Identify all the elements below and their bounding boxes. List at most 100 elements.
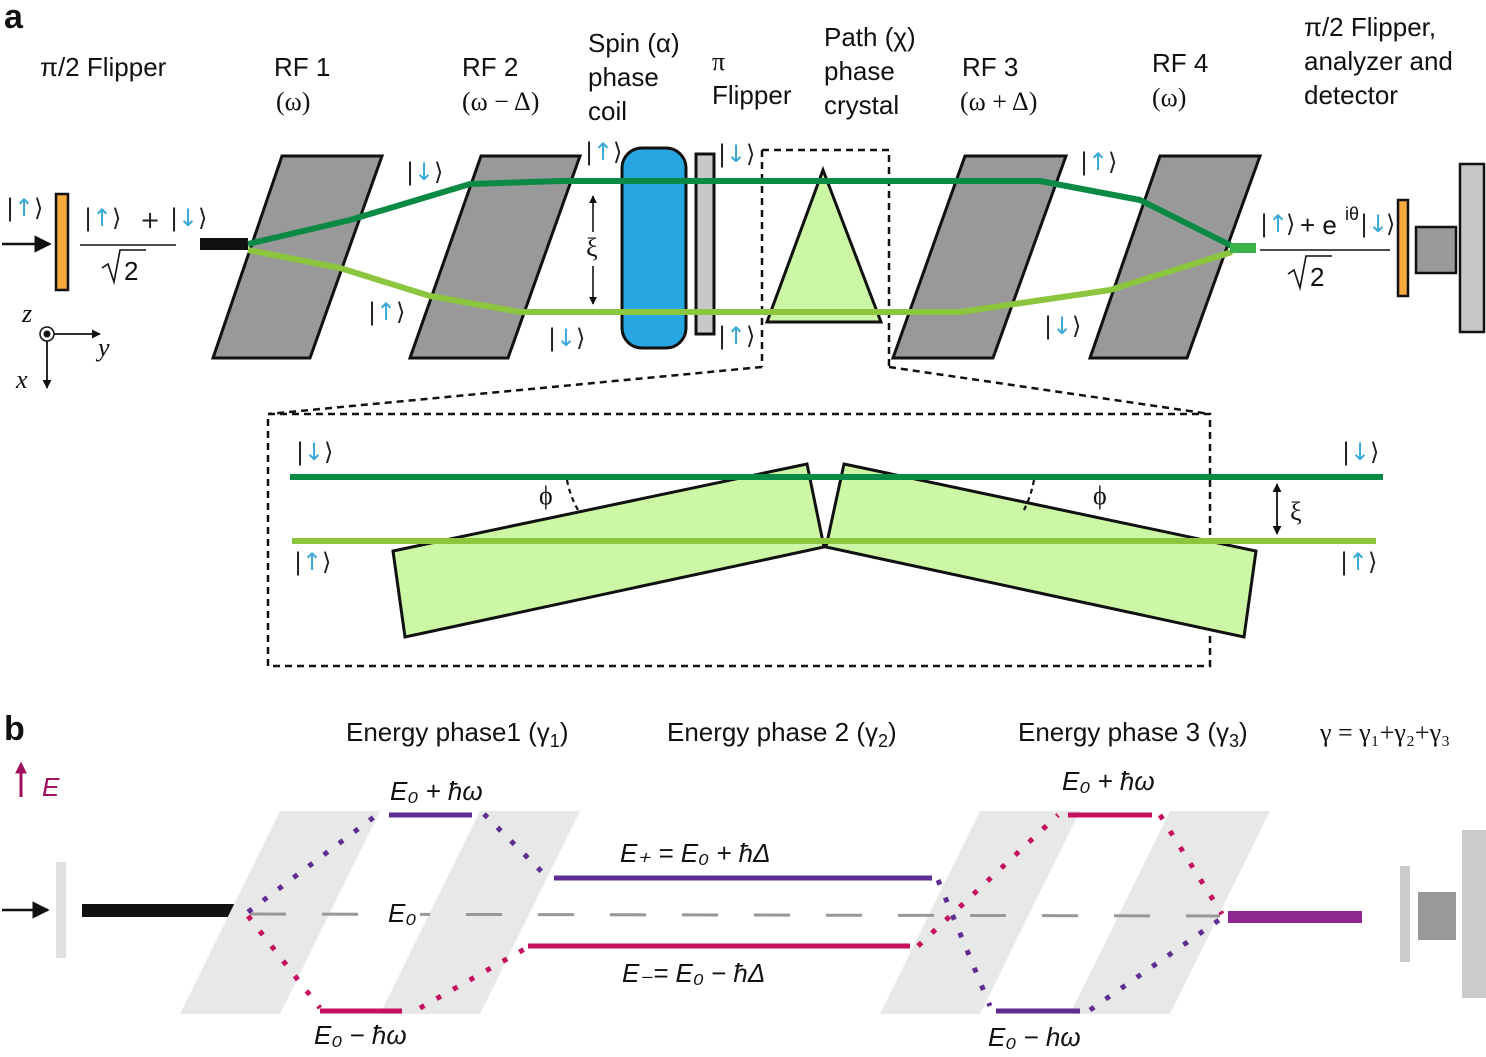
svg-text:2: 2 [124, 256, 138, 286]
title-rf2: RF 2 [462, 52, 518, 82]
title-rf3: RF 3 [962, 52, 1018, 82]
svg-text:⟩: ⟩ [1072, 312, 1081, 340]
svg-text:|: | [1360, 210, 1368, 238]
svg-text:⟩: ⟩ [34, 194, 43, 222]
inset-crystal-left [391, 462, 826, 639]
header-phase3: Energy phase 3 (γ3) [1018, 717, 1248, 751]
beam-out-green [1230, 243, 1256, 253]
svg-text:|: | [585, 138, 593, 166]
svg-text:↑: ↑ [14, 194, 34, 222]
title-spin-coil-2: phase [588, 62, 659, 92]
svg-text:⟩: ⟩ [576, 324, 585, 352]
svg-text:|: | [294, 548, 302, 576]
svg-text:⟩: ⟩ [1386, 210, 1395, 238]
upper-beam-path [247, 178, 1234, 249]
svg-text:|: | [718, 322, 726, 350]
phase1-transitions [246, 812, 550, 1011]
svg-text:↓: ↓ [556, 324, 576, 352]
axis-x-label: x [15, 365, 28, 394]
b-rf1-bg [180, 811, 380, 1014]
e0-label: E₀ [388, 898, 416, 928]
axis-z-label: z [21, 299, 32, 328]
svg-text:↓: ↓ [1052, 312, 1072, 340]
svg-text:|: | [1080, 148, 1088, 176]
inset-ket-upper-right: |↓⟩ [1342, 438, 1379, 466]
svg-text:↑: ↑ [302, 548, 322, 576]
ket-rf1-rf2-lower: |↑⟩ [368, 298, 405, 326]
svg-text:|: | [6, 194, 14, 222]
svg-text:↓: ↓ [1350, 438, 1370, 466]
svg-text:↑: ↑ [92, 204, 112, 232]
title-pi-flipper-2: Flipper [712, 80, 792, 110]
ket-rf3-rf4-upper: |↑⟩ [1080, 148, 1117, 176]
label-eminus: E₋= E₀ − ħΔ [622, 958, 765, 988]
e0-label-bg [380, 896, 420, 932]
b-rf4-bg [1070, 811, 1270, 1014]
inset-kets: |↓⟩ |↑⟩ |↓⟩ |↑⟩ [294, 438, 1379, 576]
svg-text:↑: ↑ [1088, 148, 1108, 176]
svg-text:⟩: ⟩ [746, 322, 755, 350]
title-pi2-out-3: detector [1304, 80, 1398, 110]
rf3-flipper [890, 154, 1069, 360]
ket-flipper-upper: |↓⟩ [718, 140, 755, 168]
svg-text:↑: ↑ [1268, 210, 1288, 238]
inset-ket-upper-left: |↓⟩ [296, 438, 333, 466]
rf2-flipper [407, 154, 583, 360]
title-rf1: RF 1 [274, 52, 330, 82]
inset-ket-lower-right: |↑⟩ [1340, 548, 1377, 576]
title-rf1-freq: (ω) [276, 87, 310, 116]
svg-text:⟩: ⟩ [434, 158, 443, 186]
header-phase1: Energy phase1 (γ1) [346, 717, 568, 751]
coordinate-axes: z y x [15, 299, 110, 394]
svg-text:⟩: ⟩ [322, 548, 331, 576]
svg-text:+ e: + e [1300, 210, 1337, 240]
title-spin-coil-3: coil [588, 96, 627, 126]
svg-text:↓: ↓ [178, 204, 198, 232]
beam-in-black [200, 238, 248, 250]
inset-phi-right: ϕ [1093, 481, 1107, 510]
label-eplus: E₊ = E₀ + ħΔ [620, 838, 771, 868]
header-phase2: Energy phase 2 (γ2) [667, 717, 897, 751]
title-path-crystal-1: Path (χ) [824, 22, 916, 52]
svg-text:⟩: ⟩ [112, 204, 121, 232]
label-top-phase3: E₀ + ħω [1062, 766, 1155, 796]
input-ket: | ↑ ⟩ [6, 194, 43, 222]
pi-flipper [694, 152, 716, 336]
svg-text:2: 2 [1310, 262, 1324, 292]
lower-beam-path [247, 247, 1233, 315]
svg-text:↓: ↓ [1368, 210, 1388, 238]
inset-angle-arc-right [1023, 479, 1036, 511]
svg-text:+: + [140, 206, 160, 234]
title-path-crystal-2: phase [824, 56, 895, 86]
header-total-phase: γ = γ₁+γ₂+γ₃ [1319, 718, 1450, 747]
b-detector [1462, 830, 1486, 998]
pi2-flipper-out [1396, 198, 1410, 298]
svg-text:↓: ↓ [414, 158, 434, 186]
pi2-flipper-in [54, 192, 70, 292]
inset-zoom-lines [267, 365, 1211, 416]
title-rf4: RF 4 [1152, 48, 1208, 78]
title-rf4-freq: (ω) [1152, 83, 1186, 112]
svg-text:iθ: iθ [1345, 204, 1359, 224]
svg-text:↑: ↑ [1348, 548, 1368, 576]
b-input-beam [82, 904, 240, 917]
ket-coil-upper: |↑⟩ [585, 138, 622, 166]
svg-text:|: | [718, 140, 726, 168]
inset-crystal-right [824, 462, 1258, 639]
title-spin-coil-1: Spin (α) [588, 28, 680, 58]
svg-text:|: | [1044, 312, 1052, 340]
phase-headers: Energy phase1 (γ1) Energy phase 2 (γ2) E… [346, 717, 1450, 751]
svg-text:⟩: ⟩ [324, 438, 333, 466]
svg-text:|: | [1260, 210, 1268, 238]
svg-text:|: | [1342, 438, 1350, 466]
panel-b-label: b [4, 710, 25, 748]
svg-text:↓: ↓ [726, 140, 746, 168]
ket-rf1-rf2-upper: |↓⟩ [406, 158, 443, 186]
b-rf3-bg [880, 811, 1080, 1014]
title-rf2-freq: (ω − Δ) [462, 87, 539, 116]
ket-flipper-lower: |↑⟩ [718, 322, 755, 350]
svg-text:↑: ↑ [726, 322, 746, 350]
b-input-flipper [56, 862, 66, 958]
svg-text:⟩: ⟩ [1368, 548, 1377, 576]
superposition-in: | ↑ ⟩ + | ↓ ⟩ 2 [80, 204, 207, 286]
